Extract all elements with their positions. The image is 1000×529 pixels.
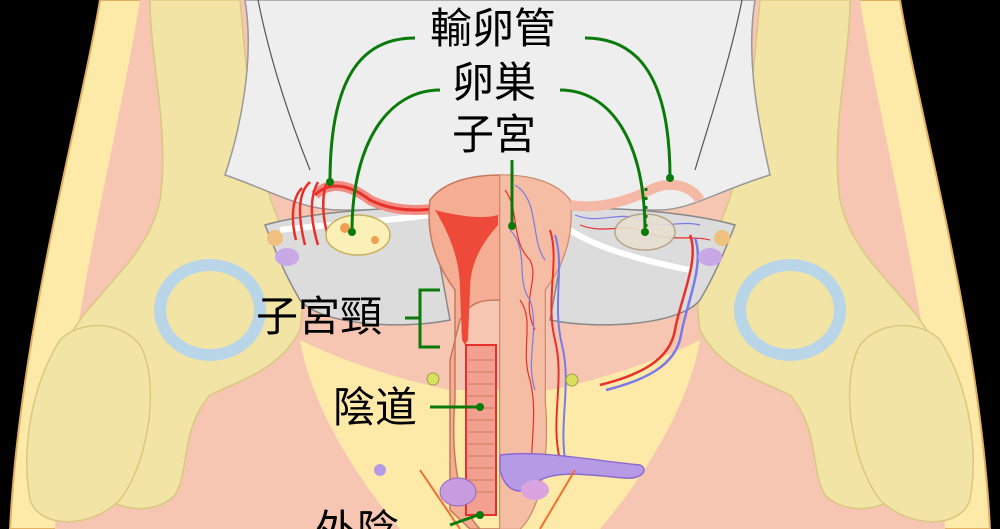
leader-dots	[326, 174, 674, 519]
right-suspensory-ligament	[694, 0, 743, 171]
leader-cervix-bracket	[405, 288, 440, 349]
left-femoral-head	[154, 259, 266, 361]
right-lymph-node	[714, 230, 730, 246]
right-ovarian-vein	[605, 237, 700, 392]
left-perineal-node	[374, 464, 386, 476]
left-lymph-node	[267, 230, 283, 246]
label-vagina: 陰道	[333, 383, 418, 432]
bartholin-gland	[521, 480, 549, 500]
leader-fallopian-right	[584, 36, 672, 179]
right-femur	[848, 324, 974, 523]
leader-dot	[666, 174, 674, 182]
leader-lines	[328, 36, 672, 527]
leader-fallopian-left	[328, 36, 416, 183]
uterus-cavity	[435, 210, 498, 345]
leader-ovary-left	[350, 88, 441, 233]
clitoris	[439, 477, 477, 507]
label-fallopian-tube: 輸卵管	[430, 4, 557, 53]
label-uterus: 子宮	[452, 110, 537, 159]
perineal-muscles	[419, 469, 576, 529]
leader-dot	[508, 222, 516, 230]
left-ovary-follicle	[371, 236, 379, 244]
right-obturator-node	[565, 373, 579, 387]
left-obturator-node	[426, 372, 440, 386]
label-cervix: 子宮頸	[256, 292, 383, 341]
left-ovary	[325, 214, 391, 256]
label-ovary: 卵巣	[452, 58, 537, 107]
right-ovarian-vessels	[599, 234, 694, 387]
leader-dot	[476, 403, 484, 411]
left-broad-ligament	[263, 207, 451, 326]
uterine-vessels	[504, 184, 567, 501]
left-lymph-node	[275, 248, 299, 266]
leader-dot	[476, 511, 484, 519]
right-femoral-head	[734, 259, 846, 361]
label-vulva: 外陰	[315, 510, 399, 529]
leader-vulva	[449, 513, 479, 527]
right-lymph-node	[698, 248, 722, 266]
left-ovary-follicle	[340, 223, 350, 233]
right-round-ligament	[568, 227, 691, 273]
leader-ovary-right	[559, 88, 647, 233]
left-suspensory-ligament	[257, 0, 311, 171]
leader-dot	[326, 178, 334, 186]
right-fallopian-tube	[569, 179, 705, 212]
leader-dot	[348, 228, 356, 236]
left-femur	[26, 324, 152, 523]
leader-dot	[641, 228, 649, 236]
